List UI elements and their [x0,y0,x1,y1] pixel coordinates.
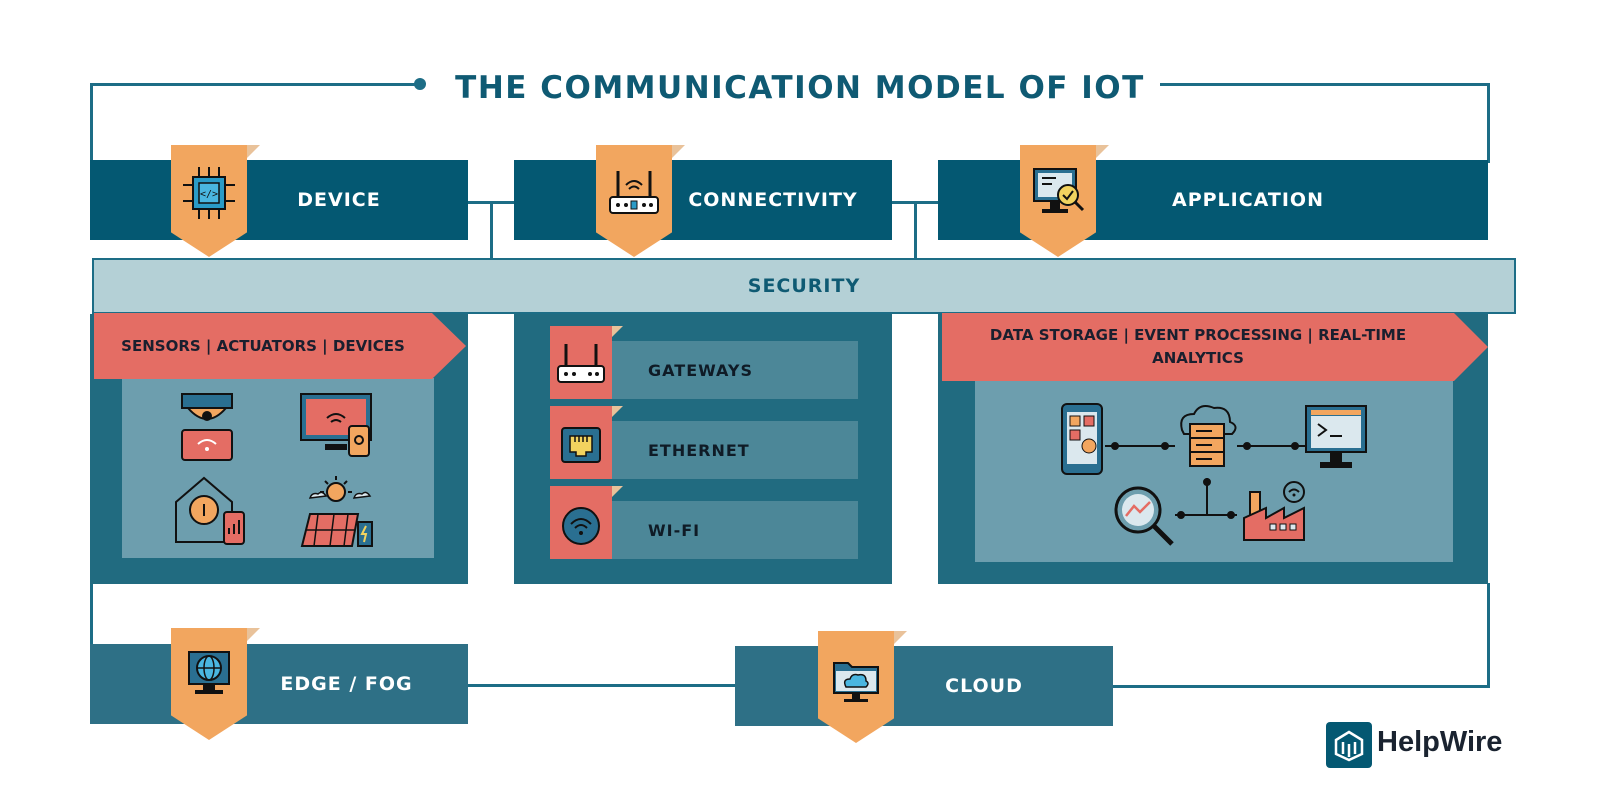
solar-panel-icon [300,476,373,547]
edge-fog-box: EDGE / FOG [90,644,468,724]
wifi-icon [562,507,600,545]
cloud-box: CLOUD [735,646,1113,726]
gateways-fold [612,326,623,337]
chip-icon: </> [183,167,235,219]
connector-4 [914,201,917,258]
globe-network-icon [188,651,230,694]
smart-camera-icon [181,393,233,461]
edge-fog-label: EDGE / FOG [280,673,413,695]
helpwire-logo-text: HelpWire [1377,726,1503,758]
application-tag [1020,145,1096,257]
ethernet-label: ETHERNET [648,440,750,460]
gateways-label: GATEWAYS [648,360,754,380]
application-ribbon-line1: DATA STORAGE | EVENT PROCESSING | REAL-T… [989,326,1407,344]
wifi-label: WI-FI [648,520,701,540]
terminal-monitor-icon [1305,405,1367,468]
device-label: DEVICE [297,189,381,211]
connector-2 [490,201,493,258]
cloud-tag-fold [894,631,907,644]
page-title: THE COMMUNICATION MODEL OF IOT [440,63,1160,113]
application-links [1105,442,1305,519]
ethernet-fold [612,406,623,417]
cloud-label: CLOUD [945,675,1023,697]
device-inner [122,378,434,558]
frame-right-bottom [1487,583,1490,688]
connectivity-header: CONNECTIVITY [514,160,892,240]
frame-left-top [90,83,93,163]
analytics-magnifier-icon [1114,486,1174,546]
frame-right-top [1487,83,1490,163]
frame-bottom-right [1110,685,1490,688]
frame-bottom-mid [468,684,736,687]
title-dot-left [414,78,426,90]
security-bar: SECURITY [92,258,1516,314]
smart-home-icon [175,476,245,545]
edge-fog-tag-fold [247,628,260,641]
device-header: DEVICE [90,160,468,240]
connectivity-label: CONNECTIVITY [688,189,858,211]
cloud-server-icon [1180,405,1237,467]
ethernet-row: ETHERNET [612,421,858,479]
security-label: SECURITY [747,275,861,297]
frame-left-bottom [90,583,93,647]
helpwire-logo-icon [1326,722,1372,768]
monitor-search-icon [1033,168,1085,213]
connectivity-tag [596,145,672,257]
mobile-app-icon [1061,403,1103,475]
frame-top-left [90,83,420,86]
application-ribbon-line2: ANALYTICS [1152,349,1244,367]
cloud-folder-icon [833,662,879,702]
gateways-icon-box [550,326,612,399]
device-ribbon: SENSORS | ACTUATORS | DEVICES [94,313,466,379]
application-ribbon: DATA STORAGE | EVENT PROCESSING | REAL-T… [942,313,1488,381]
wifi-row: WI-FI [612,501,858,559]
svg-text:</>: </> [200,189,218,200]
router-icon [609,171,659,214]
connectivity-tag-fold [672,145,685,158]
smart-factory-icon [1243,481,1305,541]
cloud-tag [818,631,894,743]
application-label: APPLICATION [1172,189,1324,211]
edge-fog-tag [171,628,247,740]
smart-tv-icon [300,393,372,457]
ethernet-port-icon [561,427,601,463]
ethernet-icon-box [550,406,612,479]
gateways-row: GATEWAYS [612,341,858,399]
device-tag-fold [247,145,260,158]
router-icon [557,344,605,383]
device-tag: </> [171,145,247,257]
wifi-icon-box [550,486,612,559]
frame-top-right [1150,83,1490,86]
device-ribbon-label: SENSORS | ACTUATORS | DEVICES [121,336,405,355]
application-tag-fold [1096,145,1109,158]
wifi-fold [612,486,623,497]
